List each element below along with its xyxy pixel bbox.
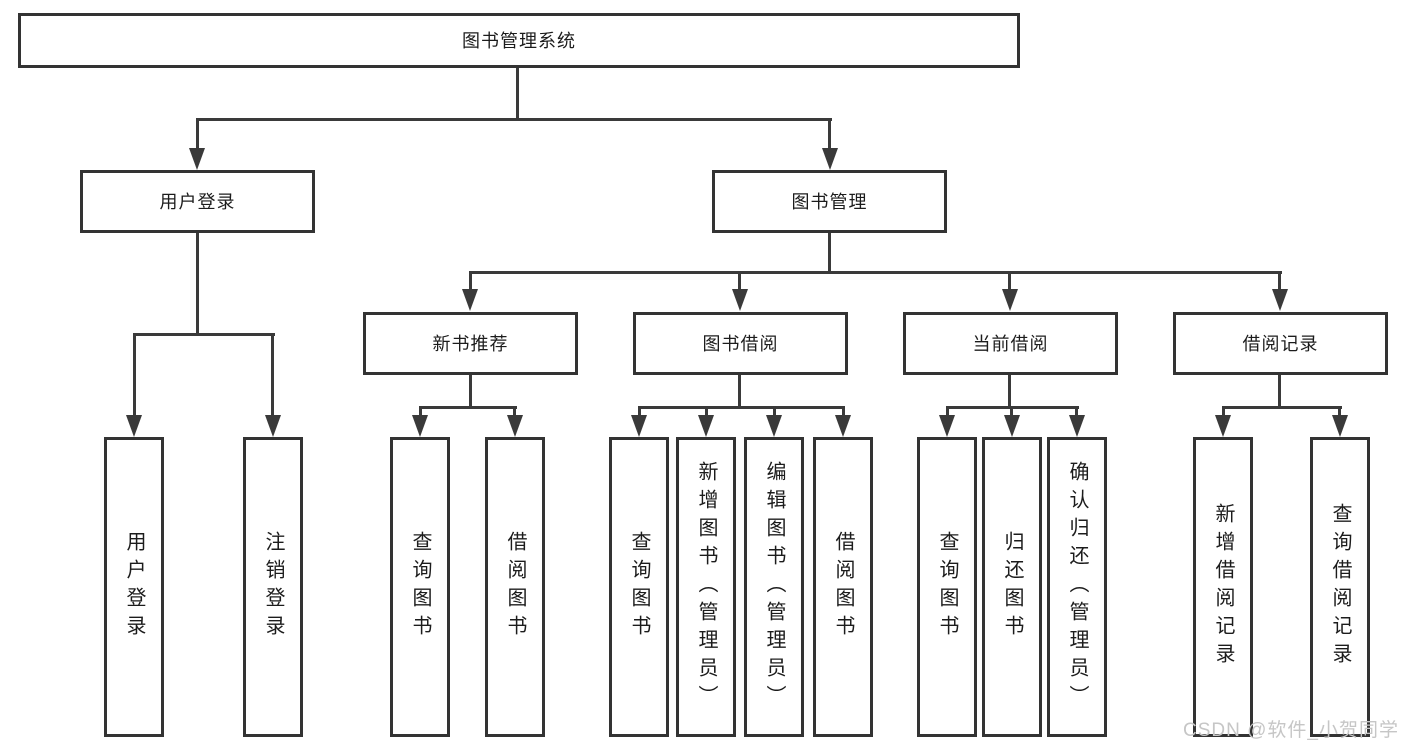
connector-line bbox=[469, 271, 472, 289]
csdn-watermark: CSDN @软件_小贺同学 bbox=[1183, 720, 1399, 741]
arrowhead-icon bbox=[1215, 415, 1231, 437]
arrowhead-icon bbox=[939, 415, 955, 437]
arrowhead-icon bbox=[1272, 289, 1288, 311]
node-book-borrow: 图书借阅 bbox=[633, 312, 848, 375]
connector-line bbox=[196, 118, 199, 152]
connector-line bbox=[1222, 406, 1225, 417]
connector-line bbox=[828, 118, 831, 152]
leaf-add-books-admin: 新增图书（管理员） bbox=[676, 437, 736, 737]
leaf-query-books-current: 查询图书 bbox=[917, 437, 977, 737]
connector-line bbox=[271, 333, 274, 417]
arrowhead-icon bbox=[189, 148, 205, 170]
node-new-book-recommend: 新书推荐 bbox=[363, 312, 578, 375]
arrowhead-icon bbox=[507, 415, 523, 437]
leaf-edit-books-admin: 编辑图书（管理员） bbox=[744, 437, 804, 737]
node-label: 用户登录 bbox=[159, 191, 236, 212]
arrowhead-icon bbox=[265, 415, 281, 437]
leaf-return-books: 归还图书 bbox=[982, 437, 1042, 737]
connector-line bbox=[1010, 406, 1013, 417]
arrowhead-icon bbox=[631, 415, 647, 437]
connector-line bbox=[638, 406, 845, 409]
node-label: 注销登录 bbox=[262, 531, 284, 643]
node-user-login: 用户登录 bbox=[80, 170, 315, 233]
arrowhead-icon bbox=[1069, 415, 1085, 437]
connector-line bbox=[738, 271, 741, 289]
connector-line bbox=[133, 333, 136, 417]
arrowhead-icon bbox=[126, 415, 142, 437]
connector-line bbox=[469, 375, 472, 408]
leaf-user-login: 用户登录 bbox=[104, 437, 164, 737]
node-label: 编辑图书（管理员） bbox=[763, 461, 785, 713]
arrowhead-icon bbox=[1002, 289, 1018, 311]
node-label: 图书管理系统 bbox=[462, 30, 576, 51]
node-label: 图书管理 bbox=[791, 191, 868, 212]
node-label: 新增图书（管理员） bbox=[695, 461, 717, 713]
leaf-query-borrow-record: 查询借阅记录 bbox=[1310, 437, 1370, 737]
connector-line bbox=[196, 233, 199, 335]
connector-line bbox=[469, 271, 1282, 274]
connector-line bbox=[516, 68, 519, 120]
arrowhead-icon bbox=[766, 415, 782, 437]
connector-line bbox=[705, 406, 708, 417]
connector-line bbox=[419, 406, 517, 409]
node-label: 借阅图书 bbox=[832, 531, 854, 643]
connector-line bbox=[946, 406, 949, 417]
node-label: 查询图书 bbox=[409, 531, 431, 643]
node-label: 新书推荐 bbox=[432, 333, 509, 354]
leaf-borrow-books: 借阅图书 bbox=[813, 437, 873, 737]
node-label: 用户登录 bbox=[123, 531, 145, 643]
connector-line bbox=[419, 406, 422, 417]
node-label: 归还图书 bbox=[1001, 531, 1023, 643]
connector-line bbox=[1222, 406, 1342, 409]
leaf-query-books-borrow: 查询图书 bbox=[609, 437, 669, 737]
connector-line bbox=[1278, 375, 1281, 408]
connector-line bbox=[1338, 406, 1341, 417]
arrowhead-icon bbox=[822, 148, 838, 170]
connector-line bbox=[513, 406, 516, 417]
node-borrow-records: 借阅记录 bbox=[1173, 312, 1388, 375]
connector-line bbox=[196, 118, 832, 121]
node-label: 图书借阅 bbox=[702, 333, 779, 354]
arrowhead-icon bbox=[732, 289, 748, 311]
node-label: 查询借阅记录 bbox=[1329, 503, 1351, 671]
node-label: 借阅记录 bbox=[1242, 333, 1319, 354]
node-root-system: 图书管理系统 bbox=[18, 13, 1020, 68]
connector-line bbox=[133, 333, 275, 336]
leaf-borrow-books-newbooks: 借阅图书 bbox=[485, 437, 545, 737]
arrowhead-icon bbox=[1332, 415, 1348, 437]
node-label: 新增借阅记录 bbox=[1212, 503, 1234, 671]
leaf-add-borrow-record: 新增借阅记录 bbox=[1193, 437, 1253, 737]
connector-line bbox=[1075, 406, 1078, 417]
arrowhead-icon bbox=[412, 415, 428, 437]
connector-line bbox=[842, 406, 845, 417]
leaf-confirm-return-admin: 确认归还（管理员） bbox=[1047, 437, 1107, 737]
node-current-borrow: 当前借阅 bbox=[903, 312, 1118, 375]
arrowhead-icon bbox=[1004, 415, 1020, 437]
node-label: 查询图书 bbox=[936, 531, 958, 643]
connector-line bbox=[1008, 271, 1011, 289]
connector-line bbox=[1008, 375, 1011, 408]
node-label: 查询图书 bbox=[628, 531, 650, 643]
node-book-management: 图书管理 bbox=[712, 170, 947, 233]
connector-line bbox=[638, 406, 641, 417]
node-label: 确认归还（管理员） bbox=[1066, 461, 1088, 713]
connector-line bbox=[773, 406, 776, 417]
node-label: 当前借阅 bbox=[972, 333, 1049, 354]
connector-line bbox=[828, 233, 831, 273]
arrowhead-icon bbox=[462, 289, 478, 311]
connector-line bbox=[738, 375, 741, 408]
node-label: 借阅图书 bbox=[504, 531, 526, 643]
leaf-logout: 注销登录 bbox=[243, 437, 303, 737]
arrowhead-icon bbox=[698, 415, 714, 437]
leaf-query-books-newbooks: 查询图书 bbox=[390, 437, 450, 737]
arrowhead-icon bbox=[835, 415, 851, 437]
connector-line bbox=[1278, 271, 1281, 289]
